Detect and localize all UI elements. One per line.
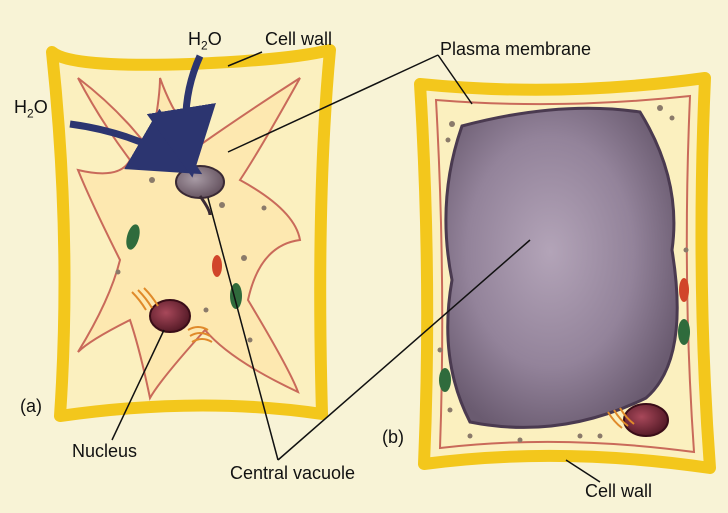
label-central-vacuole: Central vacuole — [230, 464, 355, 482]
small-vacuole — [176, 166, 224, 198]
leader-cell-wall-bottom — [566, 460, 600, 482]
cell-b — [420, 78, 710, 468]
central-vacuole — [446, 108, 677, 427]
label-cell-wall-bottom: Cell wall — [585, 482, 652, 500]
label-plasma-membrane: Plasma membrane — [440, 40, 591, 58]
label-h2o-left: H2O — [14, 98, 48, 120]
red-organelle-a — [212, 255, 222, 277]
cell-a — [52, 50, 330, 416]
red-organelle-b — [679, 278, 689, 302]
label-panel-a: (a) — [20, 397, 42, 415]
chloroplast-b2 — [678, 319, 690, 345]
nucleus-a — [150, 300, 190, 332]
chloroplast-b1 — [439, 368, 451, 392]
label-h2o-top: H2O — [188, 30, 222, 52]
label-nucleus: Nucleus — [72, 442, 137, 460]
label-cell-wall-top: Cell wall — [265, 30, 332, 48]
label-panel-b: (b) — [382, 428, 404, 446]
